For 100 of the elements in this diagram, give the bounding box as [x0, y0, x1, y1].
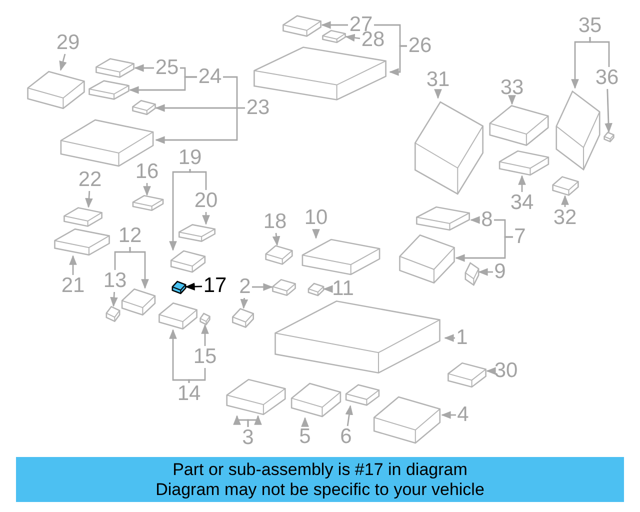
leader-line	[321, 21, 348, 29]
leader-line	[518, 175, 526, 192]
leader-line	[240, 298, 248, 309]
callout-number: 24	[197, 66, 223, 88]
part-drawing	[232, 308, 254, 328]
part-drawing	[322, 30, 346, 43]
callout-number: 12	[117, 225, 143, 247]
leader-line	[252, 283, 273, 291]
leader-line	[478, 268, 493, 276]
part-drawing	[88, 80, 130, 100]
part-drawing	[415, 206, 471, 231]
part-drawing	[170, 250, 206, 273]
notice-banner	[16, 457, 624, 502]
notice-text: Part or sub-assembly is #17 in diagram	[172, 460, 468, 480]
part-drawing	[345, 384, 380, 406]
part-drawing	[413, 98, 485, 198]
callout-number: 35	[577, 15, 603, 37]
leader-line	[441, 411, 456, 419]
callout-number: 23	[245, 97, 271, 119]
highlighted-part-drawing	[172, 281, 186, 294]
leader-line	[247, 415, 262, 427]
part-drawing	[300, 238, 382, 276]
part-drawing	[465, 262, 479, 286]
callout-number: 4	[456, 404, 470, 426]
part-drawing	[26, 70, 86, 110]
callout-number: 13	[102, 270, 128, 292]
callout-number: 36	[594, 67, 620, 89]
callout-number: 11	[330, 278, 356, 300]
leader-line	[345, 34, 360, 42]
notice-text: Diagram may not be specific to your vehicle	[156, 480, 484, 500]
leader-line	[114, 247, 131, 270]
leader-line	[604, 88, 612, 133]
callout-number: 31	[425, 69, 451, 91]
callout-number: 18	[262, 211, 288, 233]
part-drawing	[225, 378, 287, 416]
leader-line	[134, 64, 154, 72]
callout-number: 10	[303, 207, 329, 229]
callout-number: 15	[192, 346, 218, 368]
part-drawing	[132, 100, 156, 115]
part-drawing	[308, 283, 324, 296]
part-drawing	[282, 15, 322, 37]
leader-line	[561, 195, 569, 207]
leader-line	[434, 89, 442, 99]
leader-line	[323, 285, 333, 293]
callout-number: 14	[176, 383, 202, 405]
leader-line	[486, 367, 496, 375]
leader-line	[272, 232, 280, 246]
part-drawing	[372, 395, 442, 445]
part-drawing	[95, 58, 135, 78]
callout-number: 22	[77, 169, 103, 191]
leader-line	[85, 190, 93, 208]
callout-number: 29	[55, 32, 81, 54]
leader-line	[312, 229, 320, 239]
leader-line	[494, 219, 513, 238]
leader-line	[589, 37, 610, 67]
callout-number: 26	[407, 35, 433, 57]
leader-line	[508, 95, 516, 105]
part-drawing	[398, 233, 456, 285]
callout-number: 20	[193, 190, 219, 212]
callout-number: 19	[177, 147, 203, 169]
leader-line	[188, 368, 206, 383]
leader-line	[345, 405, 354, 426]
callout-number: 33	[499, 77, 525, 99]
leader-line	[169, 169, 191, 251]
leader-line	[301, 417, 309, 427]
part-drawing	[158, 302, 198, 330]
part-drawing	[200, 313, 210, 325]
leader-line	[110, 292, 118, 307]
leader-line	[189, 169, 207, 190]
leader-line	[155, 76, 238, 144]
callout-number: 1	[455, 327, 469, 349]
part-drawing	[272, 279, 296, 296]
callout-number: 8	[480, 209, 494, 231]
part-drawing	[132, 195, 164, 211]
callout-number: 9	[493, 261, 507, 283]
part-drawing	[555, 88, 601, 173]
callout-number: 32	[552, 207, 578, 229]
callout-number: 30	[493, 360, 519, 382]
part-drawing	[488, 104, 550, 147]
part-drawing	[604, 132, 614, 142]
part-drawing	[552, 176, 579, 196]
leader-line	[59, 54, 67, 71]
callout-number: 21	[60, 275, 86, 297]
leader-line	[444, 334, 455, 342]
callout-number: 5	[298, 426, 312, 448]
callout-number: 16	[134, 161, 160, 183]
callout-number: 34	[509, 192, 535, 214]
part-drawing	[265, 245, 293, 265]
callout-number: 7	[513, 226, 527, 248]
leader-line	[169, 329, 190, 383]
callout-number: 3	[241, 427, 255, 449]
part-drawing	[63, 207, 103, 227]
leader-line	[233, 415, 249, 427]
leader-line	[185, 282, 202, 290]
callout-number: 25	[154, 57, 180, 79]
leader-line	[69, 255, 77, 275]
part-drawing	[290, 382, 342, 418]
part-drawing	[121, 288, 156, 316]
callout-number: 2	[238, 276, 252, 298]
leader-line	[155, 104, 245, 112]
